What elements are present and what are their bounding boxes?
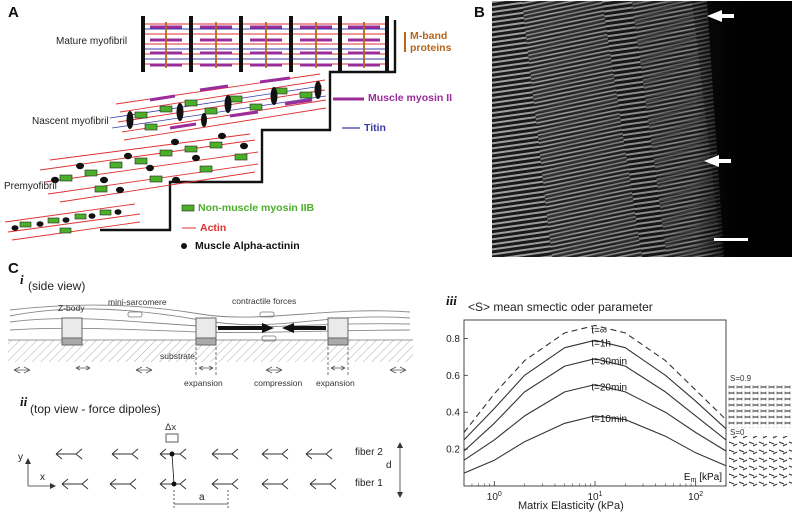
series-line-3 (463, 384, 727, 461)
stage-staircase (100, 20, 397, 232)
panel-cii-letter: ii (20, 394, 28, 409)
label-delta-x: Δx (165, 422, 177, 433)
panel-b-micrograph (492, 1, 792, 257)
panel-c-letter: C (8, 260, 19, 277)
force-arrow-right (262, 323, 274, 333)
x-tick-label-0: 100 (487, 491, 502, 503)
order-snapshots (728, 384, 792, 488)
label-fiber-1: fiber 1 (355, 478, 383, 489)
panel-ci-title: (side view) (28, 279, 86, 293)
chart-x-label: Matrix Elasticity (kPa) (518, 500, 624, 512)
legend-alpha-actinin: Muscle Alpha-actinin (195, 240, 300, 252)
label-mature: Mature myofibril (56, 36, 128, 47)
label-s09: S=0.9 (730, 374, 752, 383)
y-tick-label-1: 0.4 (446, 408, 460, 419)
premyofibril (4, 132, 259, 241)
mature-myofibril (141, 16, 389, 72)
y-tick-label-2: 0.6 (446, 371, 460, 382)
panel-a-diagram (4, 16, 406, 249)
scale-bar (714, 238, 748, 241)
series-line-4 (463, 415, 727, 474)
chart-title: <S> mean smectic oder parameter (468, 300, 653, 314)
panel-b-letter: B (474, 4, 485, 21)
top-view-diagram (25, 433, 403, 508)
series-label-4: t=10min (591, 414, 627, 425)
fiber-1-dipoles (61, 478, 337, 490)
label-a: a (199, 492, 205, 503)
legend-mband: M-band proteins (410, 30, 452, 54)
series-label-3: t=20min (591, 383, 627, 394)
label-nascent: Nascent myofibril (32, 116, 109, 127)
label-fiber-2: fiber 2 (355, 447, 383, 458)
label-premyofibril: Premyofibril (4, 181, 57, 192)
series-label-2: t=30min (591, 357, 627, 368)
series-label-0: t=∞ (591, 326, 607, 337)
label-s0: S=0 (730, 428, 745, 437)
side-view-diagram (8, 304, 413, 376)
label-y-axis: y (18, 452, 23, 463)
legend-myosin2: Muscle myosin II (368, 92, 453, 104)
legend-actin: Actin (200, 222, 227, 234)
fiber-2-dipoles (55, 448, 333, 460)
series-line-2 (463, 358, 727, 452)
series-line-0 (463, 324, 727, 433)
panel-cii-title: (top view - force dipoles) (30, 402, 161, 416)
y-tick-label-3: 0.8 (446, 334, 460, 345)
label-compression: compression (254, 378, 303, 388)
arrow-bottom-icon (704, 155, 719, 167)
legend-titin: Titin (364, 122, 386, 134)
nascent-myofibril (109, 73, 327, 141)
y-tick-label-0: 0.2 (446, 445, 460, 456)
label-z-body: Z-body (58, 303, 85, 313)
z-body-right (327, 317, 349, 346)
panel-ciii-letter: iii (446, 293, 457, 308)
arrow-top-icon (707, 10, 722, 22)
x-tick-label-1: 101 (587, 491, 602, 503)
smectic-order-chart: 0.2 0.4 0.6 0.8 100 101 102 t=∞t=1h t=30min t=20m… (446, 319, 727, 503)
series-label-1: t=1h (591, 338, 611, 349)
label-d: d (386, 460, 392, 471)
chart-annotation: Em [kPa] (684, 472, 722, 484)
series-line-1 (463, 339, 727, 441)
label-contractile-forces: contractile forces (232, 296, 297, 306)
label-x-axis: x (40, 472, 45, 483)
label-expansion-left: expansion (184, 378, 223, 388)
label-mini-sarcomere: mini-sarcomere (108, 297, 167, 307)
legend-nm-mark (181, 204, 195, 212)
label-expansion-right: expansion (316, 378, 355, 388)
z-body-middle (195, 317, 217, 346)
legend-nm-myosin: Non-muscle myosin IIB (198, 202, 315, 214)
panel-a-letter: A (8, 4, 19, 21)
x-tick-label-2: 102 (688, 491, 703, 503)
z-body-left (61, 317, 83, 346)
panel-ci-letter: i (20, 272, 24, 287)
force-arrow-left (282, 323, 294, 333)
label-substrate: substrate (160, 351, 195, 361)
legend-alpha-mark (181, 243, 187, 249)
